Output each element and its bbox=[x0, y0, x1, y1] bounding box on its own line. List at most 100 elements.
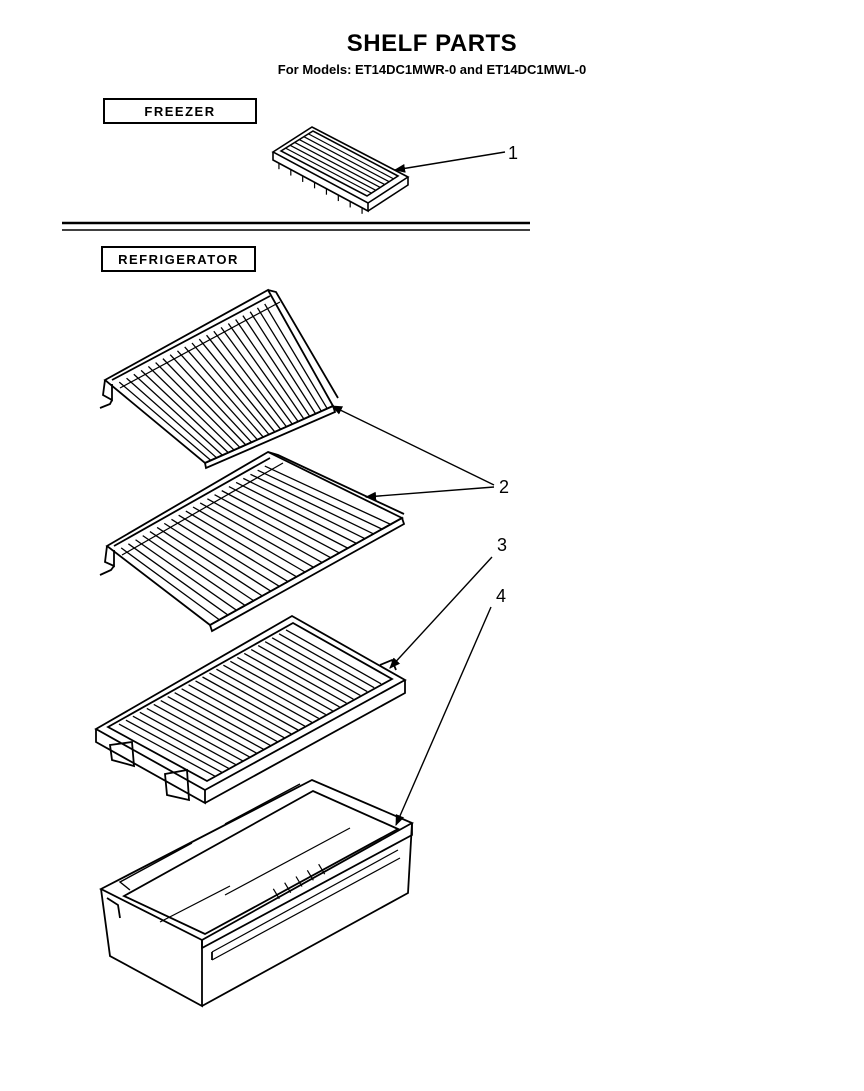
shelf-wire bbox=[127, 543, 228, 616]
grille-slot bbox=[139, 711, 237, 766]
crisper-drawer-drawing bbox=[99, 779, 415, 1008]
ice-cell-divider bbox=[303, 136, 390, 183]
grille-slot bbox=[223, 664, 320, 720]
shelf-wire bbox=[191, 342, 270, 435]
section-divider bbox=[62, 221, 530, 231]
drawer-rib bbox=[284, 882, 292, 893]
grille-slot bbox=[230, 660, 327, 716]
shelf-wire bbox=[235, 319, 305, 420]
shelf-wire bbox=[213, 330, 287, 428]
shelf-wire bbox=[176, 350, 258, 441]
grille-slot bbox=[167, 696, 264, 750]
grille-slot bbox=[132, 715, 230, 770]
callout-3: 3 bbox=[497, 535, 508, 555]
grille-slot bbox=[264, 641, 361, 696]
grille-slot bbox=[236, 656, 333, 712]
shelf-wire bbox=[140, 369, 229, 454]
grille-slot bbox=[160, 699, 257, 754]
grille-slot bbox=[195, 680, 292, 735]
shelf-wire bbox=[162, 358, 247, 446]
leader-lines bbox=[330, 151, 506, 827]
drawer-rib bbox=[306, 870, 314, 881]
section-label-freezer: FREEZER bbox=[103, 98, 257, 124]
leader-part-3 bbox=[389, 556, 493, 669]
shelf-wire bbox=[120, 547, 220, 620]
shelf-wire bbox=[257, 469, 384, 531]
shelf-wire bbox=[156, 526, 263, 597]
grille-slot bbox=[146, 707, 243, 762]
shelf-wire bbox=[250, 473, 375, 535]
ice-cell-divider bbox=[294, 141, 381, 188]
shelf-wire bbox=[235, 481, 358, 545]
ice-cell-divider bbox=[299, 139, 385, 186]
leader-part-2b bbox=[364, 486, 495, 501]
shelf-wire bbox=[256, 307, 322, 412]
leader-part-4 bbox=[395, 606, 492, 827]
grille-slot bbox=[188, 684, 285, 739]
grille-slot bbox=[118, 723, 216, 777]
page-title: SHELF PARTS bbox=[346, 30, 518, 57]
section-label-refrigerator: REFRIGERATOR bbox=[101, 246, 256, 272]
shelf-wire bbox=[184, 346, 264, 438]
section-label-freezer-text: FREEZER bbox=[144, 103, 216, 119]
grille-slot bbox=[125, 719, 223, 773]
shelf-wire bbox=[135, 539, 237, 611]
wire-shelf-lower bbox=[99, 450, 406, 633]
shelf-wire bbox=[242, 477, 366, 540]
grille-slot bbox=[257, 645, 354, 700]
shelf-wire bbox=[142, 535, 245, 606]
ice-cell-divider bbox=[285, 147, 372, 194]
shelf-wire bbox=[206, 334, 282, 430]
shelf-wire bbox=[221, 490, 340, 554]
crisper-cover-drawing bbox=[94, 614, 407, 805]
shelf-wire bbox=[147, 365, 235, 451]
shelf-wire bbox=[198, 338, 276, 433]
shelf-wire bbox=[199, 502, 314, 568]
shelf-wire bbox=[242, 315, 311, 417]
grille-slot bbox=[202, 676, 299, 731]
grille-slot bbox=[278, 633, 375, 689]
model-subtitle: For Models: ET14DC1MWR-0 and ET14DC1MWL-… bbox=[277, 62, 587, 77]
ice-tray-drawing bbox=[271, 126, 410, 214]
grille-slot bbox=[181, 688, 278, 743]
grille-slot bbox=[174, 692, 271, 746]
shelf-wire bbox=[264, 465, 392, 526]
grille-slot bbox=[243, 652, 340, 708]
drawer-rib bbox=[318, 863, 326, 875]
shelf-wire bbox=[227, 323, 299, 422]
shelf-wire bbox=[155, 362, 241, 448]
ice-cell-divider bbox=[308, 133, 394, 180]
shelf-wire bbox=[214, 494, 332, 559]
shelf-wire bbox=[163, 522, 271, 592]
shelf-wire bbox=[118, 381, 212, 461]
shelf-wire bbox=[207, 498, 323, 564]
grille-slot bbox=[285, 629, 382, 685]
shelf-wire bbox=[185, 510, 297, 578]
leader-part-1 bbox=[393, 151, 506, 173]
shelf-wire bbox=[149, 531, 254, 601]
callout-1: 1 bbox=[508, 143, 519, 163]
section-label-refrigerator-text: REFRIGERATOR bbox=[118, 251, 239, 267]
callout-4: 4 bbox=[496, 586, 507, 606]
shelf-wire bbox=[178, 514, 289, 583]
drawer-rib bbox=[272, 888, 280, 900]
wire-shelf-upper bbox=[99, 288, 339, 470]
grille-slot bbox=[209, 672, 306, 727]
shelf-wire bbox=[228, 485, 349, 549]
shelf-wire bbox=[220, 326, 293, 425]
shelf-wire bbox=[169, 354, 253, 443]
ice-cell-divider bbox=[289, 144, 377, 191]
shelf-wire bbox=[249, 311, 317, 415]
shelf-wire bbox=[126, 377, 218, 459]
grille-slot bbox=[250, 648, 347, 704]
shelf-wire bbox=[171, 518, 280, 587]
grille-slot bbox=[271, 637, 368, 693]
grille-slot bbox=[153, 703, 250, 758]
shelf-wire bbox=[133, 373, 223, 456]
drawer-rib bbox=[295, 876, 303, 887]
callout-2: 2 bbox=[499, 477, 510, 497]
grille-slot bbox=[216, 668, 313, 723]
shelf-wire bbox=[264, 303, 328, 409]
leader-part-2a bbox=[330, 405, 495, 486]
